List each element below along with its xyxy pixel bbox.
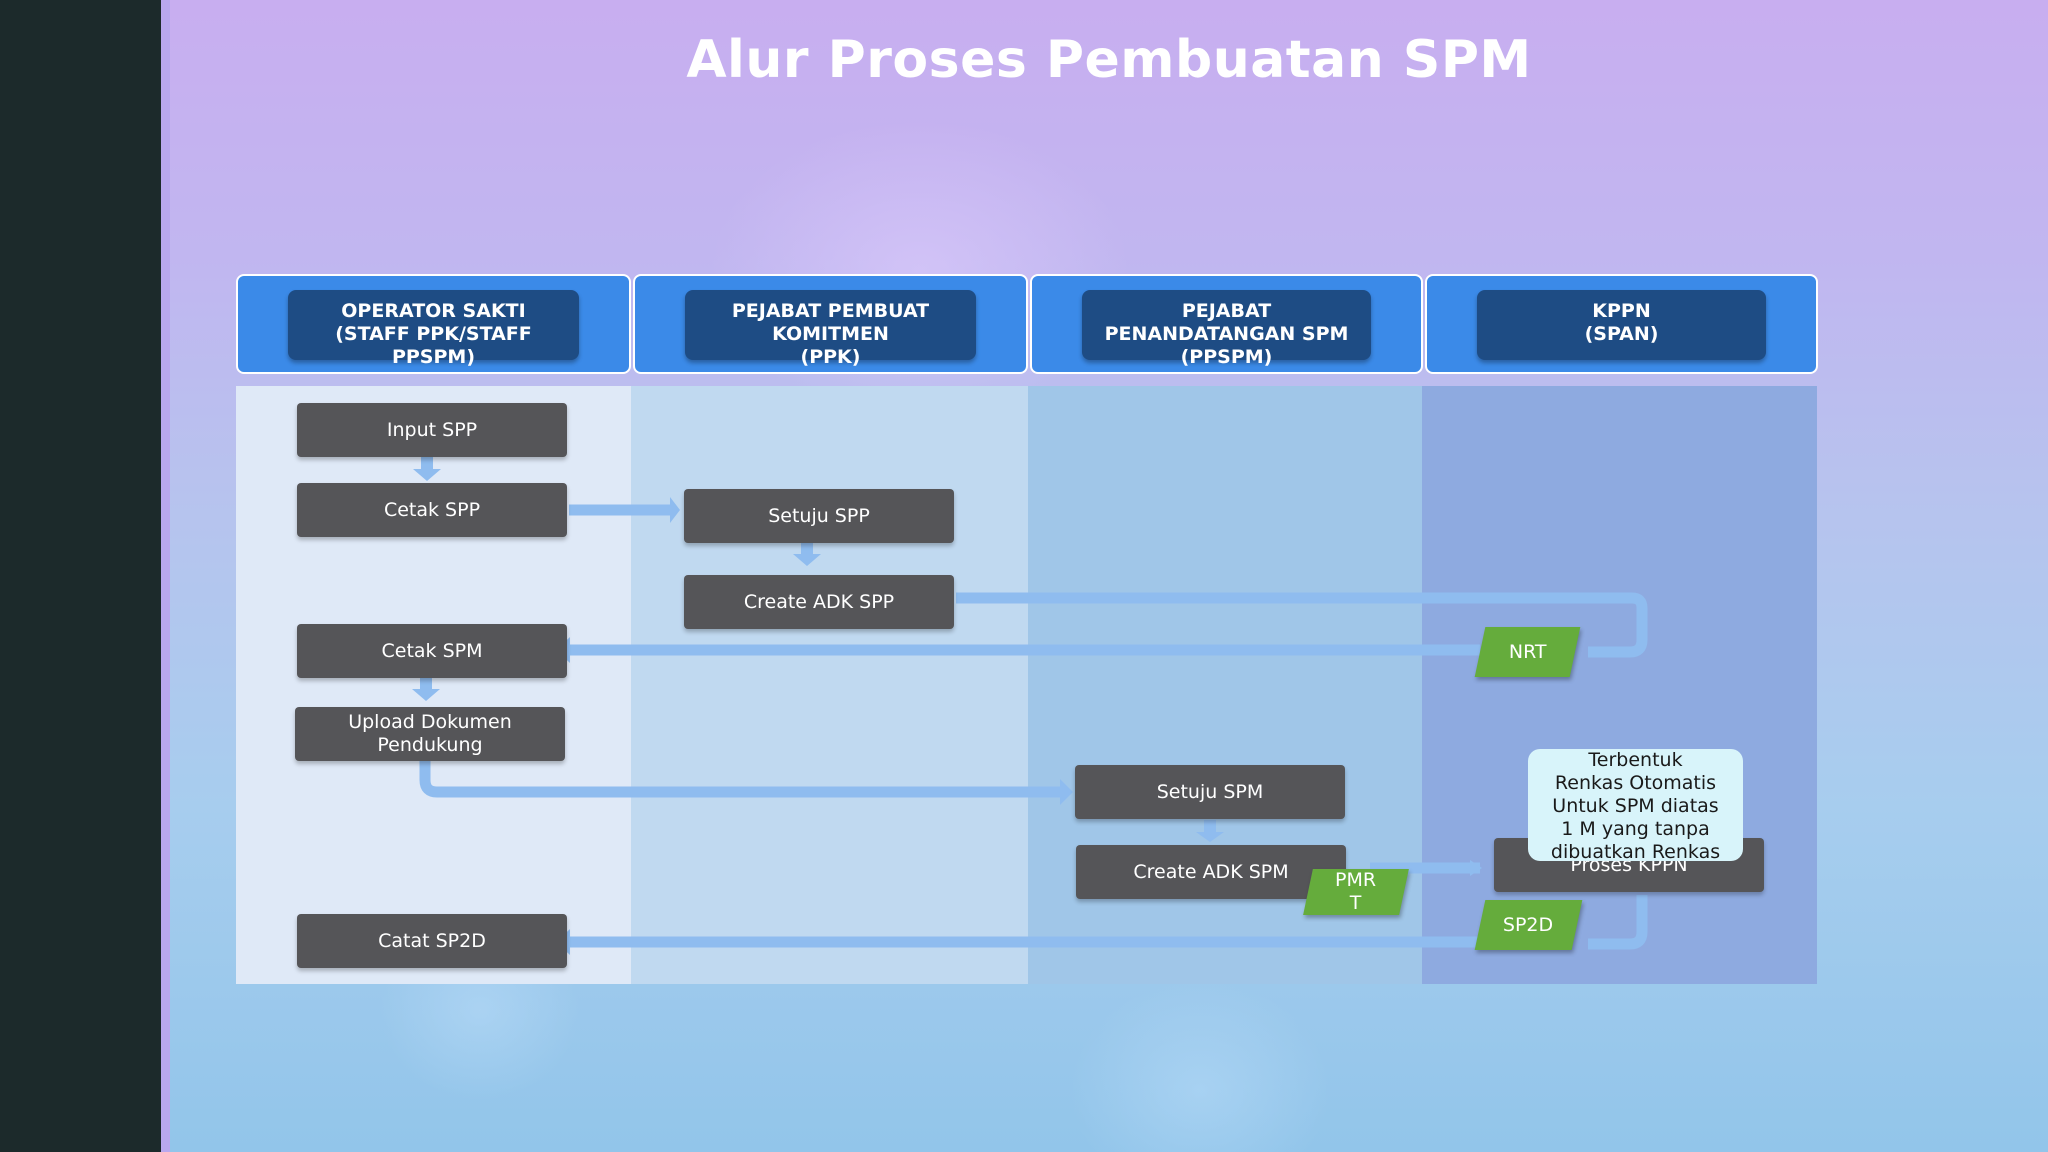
output-sp2d-label: SP2D — [1503, 913, 1554, 936]
step-cetak-spp: Cetak SPP — [297, 483, 567, 537]
step-create-adk-spm: Create ADK SPM — [1076, 845, 1346, 899]
left-dark-panel — [0, 0, 161, 1152]
down-arrowhead — [793, 554, 821, 566]
lane-header-ppspm: PEJABAT PENANDATANGAN SPM (PPSPM) — [1030, 274, 1423, 374]
step-cetak-spm: Cetak SPM — [297, 624, 567, 678]
down-arrow-shaft — [801, 542, 813, 556]
step-setuju-spp: Setuju SPP — [684, 489, 954, 543]
output-pmrt-label: PMR T — [1335, 869, 1377, 914]
down-arrowhead — [1196, 832, 1224, 842]
flow-arrows — [412, 457, 1648, 955]
output-nrt: NRT — [1474, 627, 1581, 677]
step-setuju-spm: Setuju SPM — [1075, 765, 1345, 819]
step-catat-sp2d: Catat SP2D — [297, 914, 567, 968]
lane-header-label: PEJABAT PEMBUAT KOMITMEN (PPK) — [685, 290, 976, 368]
arrowhead — [670, 497, 680, 523]
lane-header-kppn: KPPN (SPAN) — [1425, 274, 1818, 374]
output-sp2d: SP2D — [1474, 900, 1583, 950]
arrow-upload-to-setuju-spm — [419, 760, 1060, 798]
left-panel-edge — [161, 0, 170, 1152]
lane-header-label: OPERATOR SAKTI (STAFF PPK/STAFF PPSPM) — [288, 290, 579, 368]
down-arrowhead — [412, 689, 440, 701]
lane-header-ppk: PEJABAT PEMBUAT KOMITMEN (PPK) — [633, 274, 1028, 374]
lane-ppk — [631, 386, 1028, 984]
step-create-adk-spp: Create ADK SPP — [684, 575, 954, 629]
down-arrow-shaft — [420, 677, 432, 691]
output-nrt-label: NRT — [1508, 640, 1547, 663]
renkas-note: Terbentuk Renkas Otomatis Untuk SPM diat… — [1528, 749, 1743, 863]
step-input-spp: Input SPP — [297, 403, 567, 457]
background-glow — [1070, 980, 1330, 1152]
output-pmrt: PMR T — [1303, 869, 1409, 915]
lane-header-label: PEJABAT PENANDATANGAN SPM (PPSPM) — [1082, 290, 1371, 368]
down-arrow-shaft — [421, 457, 433, 471]
arrow-adk-spp-to-nrt — [956, 592, 1648, 658]
lane-header-label: KPPN (SPAN) — [1477, 290, 1766, 360]
arrowhead — [1470, 860, 1482, 876]
down-arrowhead — [413, 469, 441, 481]
step-upload-dokumen: Upload Dokumen Pendukung — [295, 707, 565, 761]
arrowhead — [1060, 779, 1073, 805]
down-arrow-shaft — [1204, 820, 1216, 834]
lane-header-operator: OPERATOR SAKTI (STAFF PPK/STAFF PPSPM) — [236, 274, 631, 374]
arrow-proses-kppn-to-sp2d — [1588, 895, 1648, 950]
slide-title: Alur Proses Pembuatan SPM — [686, 30, 1532, 90]
slide-canvas: Alur Proses Pembuatan SPM OPERATOR SAKTI… — [170, 0, 2048, 1152]
